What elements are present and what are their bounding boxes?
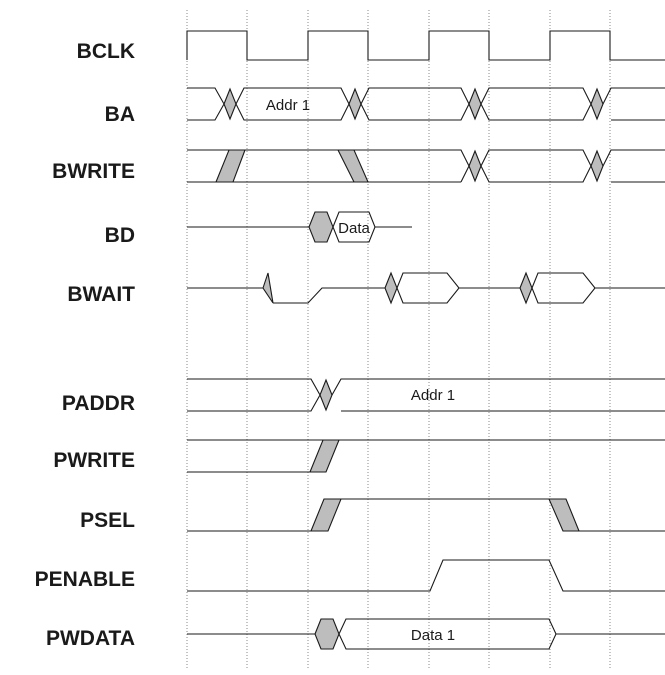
- signal-label-bwait: BWAIT: [67, 283, 135, 306]
- transition-marker: [309, 439, 340, 473]
- waveform-pwdata: Data 1: [187, 618, 665, 650]
- waveform-pwrite: [187, 439, 665, 473]
- transition-marker: [348, 87, 362, 121]
- transition-marker: [262, 272, 274, 304]
- signal-label-bwrite: BWRITE: [52, 160, 135, 183]
- transition-marker: [548, 498, 580, 532]
- transition-marker: [223, 87, 237, 121]
- signal-label-bd: BD: [105, 224, 135, 247]
- transition-marker: [314, 618, 340, 650]
- signal-label-psel: PSEL: [80, 509, 135, 532]
- signal-label-ba: BA: [105, 103, 135, 126]
- bd-value-label: Data: [338, 220, 370, 237]
- waveform-psel: [187, 498, 665, 532]
- transition-marker: [319, 378, 333, 412]
- signal-label-pwdata: PWDATA: [46, 627, 135, 650]
- transition-marker: [468, 87, 482, 121]
- waveform-bwait: [187, 271, 665, 305]
- transition-marker: [590, 87, 604, 121]
- paddr-value-label: Addr 1: [411, 387, 455, 404]
- grid-lines: [186, 10, 611, 668]
- ba-value-label: Addr 1: [266, 97, 310, 114]
- waveform-bwrite: [187, 149, 665, 183]
- transition-marker: [519, 271, 533, 305]
- transition-marker: [308, 211, 334, 243]
- waveform-bd: Data: [187, 211, 412, 243]
- transition-marker: [468, 149, 482, 183]
- waveform-bclk: [186, 30, 665, 61]
- pwdata-value-label: Data 1: [411, 627, 455, 644]
- signal-label-pwrite: PWRITE: [53, 449, 135, 472]
- transition-marker: [337, 149, 369, 183]
- transition-marker: [215, 149, 246, 183]
- transition-marker: [310, 498, 342, 532]
- transition-marker: [590, 149, 604, 183]
- transition-marker: [384, 271, 398, 305]
- signal-labels: BCLK BA BWRITE BD BWAIT PADDR PWRITE PSE…: [35, 40, 136, 650]
- signal-label-paddr: PADDR: [62, 392, 135, 415]
- signal-label-bclk: BCLK: [77, 40, 135, 63]
- signal-label-penable: PENABLE: [35, 568, 135, 591]
- waveform-ba: Addr 1: [187, 87, 665, 121]
- waveform-paddr: Addr 1: [187, 378, 665, 412]
- waveform-penable: [187, 559, 665, 592]
